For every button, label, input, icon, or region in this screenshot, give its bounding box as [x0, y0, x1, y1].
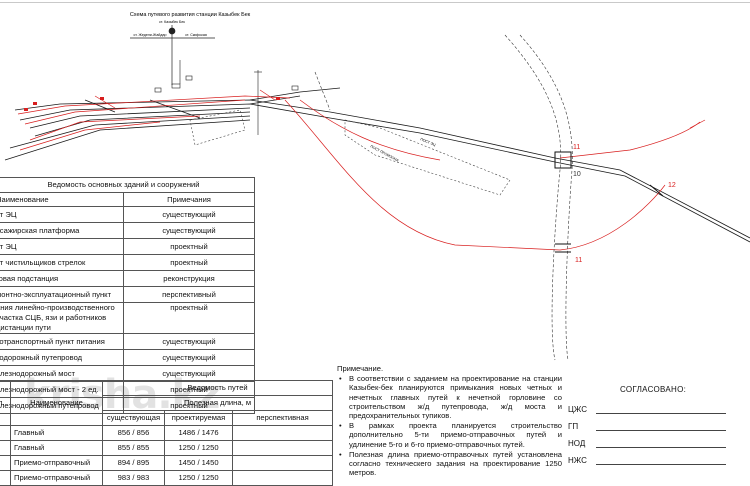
signature-line [596, 456, 726, 465]
track-number-10: 10 [573, 171, 581, 178]
building-note: существующий [123, 206, 255, 223]
track-name: Приемо-отправочный [10, 455, 103, 471]
track-existing: 855 / 855 [102, 440, 165, 456]
buildings-table: Ведомость основных зданий и сооружений Н… [0, 177, 255, 414]
building-note: проектный [123, 254, 255, 271]
track-number-12: 12 [668, 182, 676, 189]
track-scheme: Схема путевого развития станции Казыбек … [4, 12, 750, 361]
building-name: ст чистильщиков стрелок [0, 254, 124, 271]
approval-label: НЖС [568, 456, 587, 465]
track-existing: 856 / 856 [102, 425, 165, 441]
buildings-header-name: Наименование [0, 192, 124, 207]
approval-line: НЖС [568, 456, 733, 465]
river-lines [314, 34, 573, 361]
direction-top-label: ст. Казыбек Бек [159, 20, 185, 24]
tracks-subheader-projected: проектируемая [164, 410, 233, 426]
direction-right-label: ст. Скифская [185, 33, 207, 37]
building-name: ания линейно-производственного участка С… [0, 302, 124, 334]
building-note: существующий [123, 222, 255, 239]
building-name: говая подстанция [0, 270, 124, 287]
track-number-11-bottom: 11 [575, 257, 582, 264]
projected-tracks [17, 89, 706, 251]
tracks-caption: Ведомость путей [101, 380, 334, 396]
post-promzona-label: ПОСТ ПРОМЗОНА [370, 144, 400, 163]
building-outlines [189, 109, 511, 196]
switch-markers [24, 97, 280, 111]
track-name: Главный [10, 425, 103, 441]
building-note: реконструкция [123, 270, 255, 287]
approval-line: ЦЖС [568, 405, 733, 414]
building-note: проектный [123, 238, 255, 255]
building-note: существующий [123, 333, 255, 350]
tracks-table: п. Наименование Ведомость путей Полезная… [0, 380, 334, 486]
direction-compass [130, 25, 215, 85]
building-name: ст ЭЦ [0, 238, 124, 255]
signature-line [596, 405, 726, 414]
track-perspective [231, 440, 334, 456]
note-item: В рамках проекта планируется строительст… [337, 421, 562, 449]
direction-left-label: ст. Жедели-Жайдар [134, 33, 167, 37]
buildings-caption: Ведомость основных зданий и сооружений [0, 177, 255, 193]
tracks-subheader-perspective: перспективная [231, 410, 334, 426]
track-number-11-top: 11 [573, 144, 580, 151]
approval-label: НОД [568, 439, 586, 448]
signature-line [596, 439, 726, 448]
tracks-header-no: п. [0, 380, 11, 426]
building-name: тодорожный путепровод [0, 349, 124, 366]
page-border [0, 2, 750, 3]
track-projected: 1450 / 1450 [164, 455, 233, 471]
building-name: тотранспортный пункт питания [0, 333, 124, 350]
approval-label: ГП [568, 422, 579, 431]
building-name: монтно-эксплуатационный пункт [0, 286, 124, 303]
approval-line: НОД [568, 439, 733, 448]
tracks-subheader-existing: существующая [102, 410, 165, 426]
bridges [554, 151, 664, 253]
track-projected: 1250 / 1250 [164, 440, 233, 456]
scheme-title: Схема путевого развития станции Казыбек … [130, 12, 251, 18]
note-item: Полезная длина приемо-отправочных путей … [337, 450, 562, 478]
table-row: ания линейно-производственного участка С… [0, 302, 255, 334]
notes-block: Примечание. В соответствии с заданием на… [337, 364, 562, 478]
building-name: ссажирская платформа [0, 222, 124, 239]
track-name: Главный [10, 440, 103, 456]
building-note: проектный [123, 302, 255, 334]
track-projected: 1250 / 1250 [164, 470, 233, 486]
tracks-header-length: Полезная длина, м [101, 395, 334, 411]
building-note: перспективный [123, 286, 255, 303]
signature-line [596, 422, 726, 431]
approval-title: СОГЛАСОВАНО: [620, 385, 687, 394]
track-existing: 894 / 895 [102, 455, 165, 471]
note-item: В соответствии с заданием на проектирова… [337, 374, 562, 420]
tracks-header-name: Наименование [10, 380, 103, 426]
notes-title: Примечание. [337, 364, 384, 373]
building-name: ст ЭЦ [0, 206, 124, 223]
existing-tracks [4, 87, 750, 243]
building-note: существующий [123, 349, 255, 366]
track-existing: 983 / 983 [102, 470, 165, 486]
buildings-header-note: Примечания [123, 192, 255, 207]
post-ec-label: ПОСТ ЭЦ [420, 137, 437, 147]
track-name: Приемо-отправочный [10, 470, 103, 486]
track-perspective [231, 425, 334, 441]
track-projected: 1486 / 1476 [164, 425, 233, 441]
track-perspective [231, 455, 334, 471]
approval-label: ЦЖС [568, 405, 587, 414]
approval-line: ГП [568, 422, 733, 431]
track-perspective [231, 470, 334, 486]
